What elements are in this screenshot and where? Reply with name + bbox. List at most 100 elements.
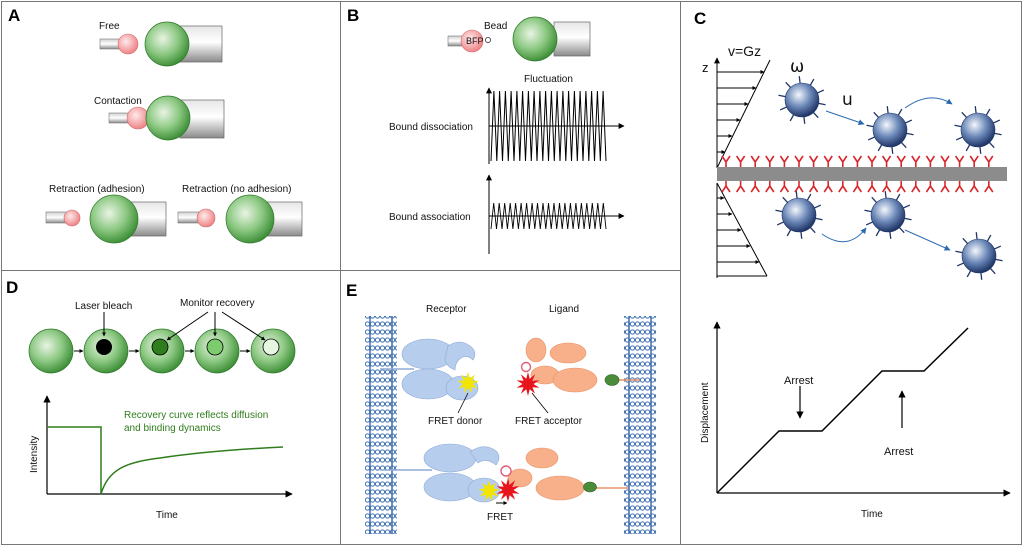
- c-adhesion-ligand: [940, 155, 950, 167]
- c-adhesion-ligand: [852, 181, 863, 193]
- panel-c-letter: C: [694, 9, 706, 28]
- c-adhesion-ligand: [925, 155, 936, 167]
- e-ligand-label: Ligand: [549, 304, 579, 315]
- c-adhesion-ligand: [940, 181, 950, 193]
- b-bfp-label: BFP: [466, 36, 484, 46]
- c-adhesion-ligand: [838, 181, 848, 193]
- b-bead: [484, 37, 491, 44]
- c-adhesion-ligand: [896, 181, 906, 193]
- c-adhesion-ligand: [881, 155, 892, 167]
- c-adhesion-ligand: [779, 181, 790, 193]
- c-adhesion-ligand: [911, 155, 921, 167]
- c-adhesion-ligand: [954, 155, 965, 167]
- c-leukocytes: [775, 76, 1003, 280]
- a-retraction-no-adhesion-assembly: Retraction (no adhesion): [177, 184, 303, 244]
- c-leukocyte: [775, 191, 823, 239]
- b-association-trace: [490, 202, 607, 230]
- e-donor-pointer: [457, 392, 469, 414]
- c-arrest-bottom-label: Arrest: [884, 446, 913, 458]
- panel-a-letter: A: [8, 6, 20, 25]
- c-ylabel: Displacement: [700, 382, 711, 443]
- c-velocity-label: v=Gz: [728, 43, 761, 59]
- a-retraction-no-adhesion-label: Retraction (no adhesion): [182, 184, 292, 195]
- c-adhesion-ligand: [881, 181, 892, 193]
- c-arrest-top-label: Arrest: [784, 375, 813, 387]
- c-shear-profile-bottom: [716, 182, 768, 278]
- c-adhesion-ligand: [867, 181, 877, 193]
- c-adhesion-ligand: [896, 155, 906, 167]
- c-adhesion-ligand: [765, 155, 775, 167]
- c-z-label: z: [702, 60, 709, 75]
- d-xlabel: Time: [156, 510, 178, 521]
- b-dissociation-trace: [490, 90, 607, 162]
- c-adhesion-ligand: [735, 181, 746, 193]
- c-adhesion-ligand: [735, 155, 746, 167]
- c-adhesion-ligand: [984, 181, 994, 193]
- c-adhesion-ligand: [765, 181, 775, 193]
- c-adhesion-ligand: [794, 181, 804, 193]
- c-leukocyte: [864, 191, 912, 239]
- c-leukocyte: [954, 106, 1002, 154]
- c-u-label: u: [842, 90, 853, 110]
- a-free-cell: [144, 21, 190, 67]
- d-laser-bleach-label: Laser bleach: [75, 301, 132, 312]
- e-acceptor-pointer: [531, 392, 549, 414]
- c-displacement-axes: [713, 321, 1011, 497]
- panel-e: E Receptor Ligand FRET donor: [346, 281, 656, 534]
- d-cell-sequence: [28, 328, 296, 374]
- d-note-line1: Recovery curve reflects diffusion: [124, 410, 268, 421]
- c-adhesion-ligand: [823, 155, 833, 167]
- c-adhesion-ligand: [969, 155, 979, 167]
- c-ligand-row-top: [721, 155, 994, 167]
- a-retraction-adhesion-label: Retraction (adhesion): [49, 184, 145, 195]
- d-intensity-axes: [43, 395, 293, 498]
- c-adhesion-ligand: [750, 181, 760, 193]
- c-leukocyte: [866, 106, 914, 154]
- d-bleach-spot: [96, 339, 112, 355]
- b-fluctuation-label: Fluctuation: [524, 74, 573, 85]
- e-acceptor-ring-top: [520, 361, 532, 373]
- e-fret-acceptor-label: FRET acceptor: [515, 416, 583, 427]
- c-adhesion-ligand: [808, 155, 819, 167]
- c-adhesion-ligand: [954, 181, 965, 193]
- c-substrate: [717, 167, 1007, 181]
- panel-d: D Laser bleach Monitor recovery: [6, 278, 296, 521]
- a-contaction-label: Contaction: [94, 96, 142, 107]
- c-displacement-trace: [716, 327, 969, 494]
- panel-a: A Free Contaction Retraction (adhesion): [8, 6, 303, 244]
- d-sequence-arrows: [74, 311, 266, 353]
- c-shear-profile-top: [714, 57, 771, 169]
- e-fret-acceptor-star: [516, 372, 540, 396]
- b-association-label: Bound association: [389, 212, 471, 223]
- a-retraction-adhesion-assembly: Retraction (adhesion): [45, 184, 167, 244]
- c-adhesion-ligand: [794, 155, 804, 167]
- c-adhesion-ligand: [911, 181, 921, 193]
- c-motion-arrows: [821, 97, 953, 251]
- a-contaction-assembly: Contaction: [94, 95, 225, 141]
- panel-c: C z v=Gz ω: [694, 9, 1011, 520]
- c-omega-label: ω: [790, 57, 804, 77]
- c-adhesion-ligand: [984, 155, 994, 167]
- a-free-assembly: Free: [99, 21, 223, 67]
- c-leukocyte: [955, 232, 1003, 280]
- c-adhesion-ligand: [779, 155, 790, 167]
- d-monitor-recovery-label: Monitor recovery: [180, 298, 254, 309]
- c-adhesion-ligand: [852, 155, 863, 167]
- d-ylabel: Intensity: [29, 436, 40, 473]
- panel-b-letter: B: [347, 6, 359, 25]
- c-adhesion-ligand: [721, 181, 731, 193]
- b-bfp-assembly: Bead BFP: [447, 16, 591, 62]
- c-adhesion-ligand: [721, 155, 731, 167]
- e-fret-label: FRET: [487, 512, 513, 523]
- c-xlabel: Time: [861, 509, 883, 520]
- c-adhesion-ligand: [823, 181, 833, 193]
- c-adhesion-ligand: [867, 155, 877, 167]
- c-adhesion-ligand: [808, 181, 819, 193]
- c-leukocyte: [778, 76, 826, 124]
- b-bead-label: Bead: [484, 21, 507, 32]
- e-receptor-top: [380, 338, 479, 401]
- c-adhesion-ligand: [750, 155, 760, 167]
- a-free-label: Free: [99, 21, 120, 32]
